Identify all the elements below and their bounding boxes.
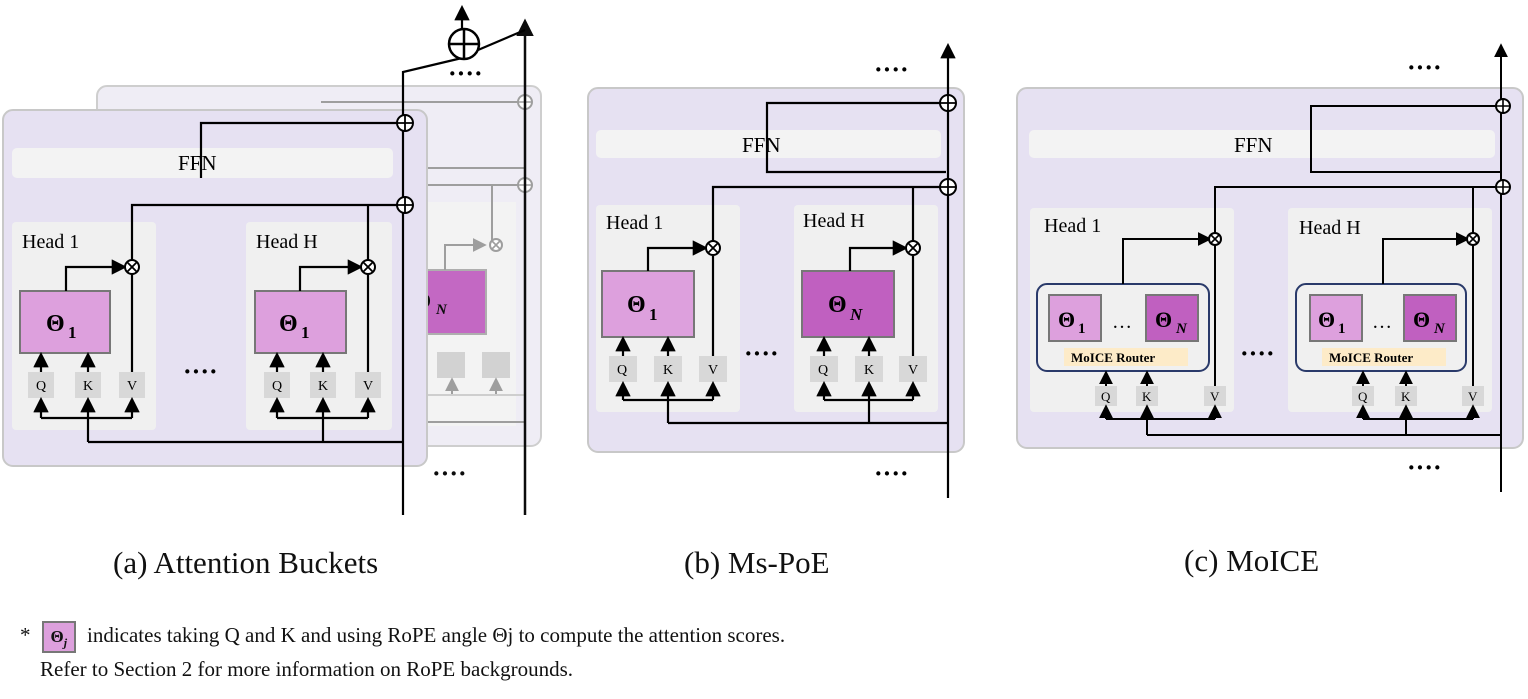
panel-c-head1-thetaN (1145, 294, 1199, 342)
panel-b-ffn-label: FFN (742, 133, 781, 157)
panel-c-headH-router (1322, 348, 1446, 366)
svg-text:Θ: Θ (1413, 307, 1430, 332)
svg-text:MoICE Router: MoICE Router (1329, 350, 1413, 365)
panel-c-headH-qkv: Q K V (1352, 386, 1484, 406)
panel-a-dots-middle: ···· (183, 357, 218, 386)
panel-a-head1-theta (19, 290, 111, 354)
panel-c-dots-middle: ···· (1240, 339, 1275, 368)
panel-c-multiply-ops (1208, 232, 1480, 246)
panel-b-headH-theta (801, 270, 895, 338)
footnote-star: * (20, 622, 31, 647)
svg-text:Q: Q (1101, 389, 1111, 404)
panel-c-ffn-label: FFN (1234, 133, 1273, 157)
svg-text:V: V (708, 363, 718, 378)
svg-text:V: V (908, 363, 918, 378)
caption-c: (c) MoICE (1184, 543, 1320, 578)
svg-text:Θ: Θ (1155, 307, 1172, 332)
panel-c-headH-router-group (1295, 283, 1467, 372)
panel-a-dots-top: ···· (448, 59, 483, 88)
panel-b-dots-middle: ···· (744, 339, 779, 368)
panel-c-head1-label: Head 1 (1044, 215, 1101, 237)
panel-a-dots-bottom: ···· (432, 459, 467, 488)
panel-a-head1-qkv: Q K V (28, 372, 145, 398)
panel-c-add-ops (1495, 98, 1511, 195)
panel-a-add-ops (396, 27, 481, 214)
svg-text:K: K (1142, 389, 1152, 404)
panel-a-headH-qkv: Q K V (264, 372, 381, 398)
panel-b-ffn-box (596, 130, 941, 158)
caption-a: (a) Attention Buckets (113, 545, 379, 580)
svg-text:Q: Q (1358, 389, 1368, 404)
panel-a-headH-theta (254, 290, 347, 354)
svg-text:1: 1 (68, 323, 77, 342)
svg-text:Θ: Θ (627, 292, 646, 318)
svg-text:N: N (1175, 321, 1188, 337)
svg-text:1: 1 (1338, 321, 1346, 337)
panel-c-dots-bottom: ···· (1407, 453, 1442, 482)
diagram-canvas: Θ N Θ N ···· (2, 4, 1524, 515)
panel-a-headH-label: Head H (256, 231, 318, 253)
svg-text:1: 1 (301, 323, 310, 342)
svg-text:V: V (127, 379, 137, 394)
svg-text:V: V (363, 379, 373, 394)
svg-text:Q: Q (36, 379, 46, 394)
caption-b: (b) Ms-PoE (684, 545, 830, 580)
panel-a-ffn-label: FFN (178, 151, 217, 175)
panel-b-multiply-ops (705, 240, 921, 256)
panel-b-head1-label: Head 1 (606, 212, 663, 234)
panel-c-ffn-box (1029, 130, 1495, 158)
panel-b-dots-top: ···· (874, 55, 909, 84)
svg-text:K: K (864, 363, 874, 378)
footnote-line1: * Θj indicates taking Q and K and using … (20, 621, 785, 653)
svg-text:K: K (1401, 389, 1411, 404)
panel-c-headH-thetaN (1403, 294, 1457, 342)
svg-text:Q: Q (617, 363, 627, 378)
svg-text:Θ: Θ (1318, 307, 1335, 332)
panel-b-add-ops (939, 94, 957, 196)
svg-text:V: V (1468, 389, 1478, 404)
svg-text:Θ: Θ (1058, 307, 1075, 332)
footnote-line2: Refer to Section 2 for more information … (40, 657, 574, 681)
svg-text:Θ: Θ (46, 311, 65, 337)
svg-text:1: 1 (1078, 321, 1086, 337)
panel-b-headH-qkv: Q K V (810, 356, 927, 382)
svg-text:N: N (435, 302, 448, 318)
svg-text:Θ: Θ (828, 292, 847, 318)
footnote-text: indicates taking Q and K and using RoPE … (87, 622, 786, 647)
svg-text:MoICE Router: MoICE Router (1071, 350, 1155, 365)
panel-a-head1-label: Head 1 (22, 231, 79, 253)
panel-a-ffn-box (12, 148, 393, 178)
panel-c-head1-router (1064, 348, 1188, 366)
panel-c: FFN Head 1 Θ 1 … Θ N MoICE Router Head H… (1016, 43, 1524, 492)
panel-c-head1-qkv: Q K V (1095, 386, 1226, 406)
panel-c-head1-theta1 (1048, 294, 1102, 342)
panel-c-dots-top: ···· (1407, 53, 1442, 82)
panel-a: Θ N Θ N ···· (2, 4, 542, 515)
theta-j-swatch-icon: Θj (41, 621, 76, 653)
panel-b-headH-label: Head H (803, 210, 865, 232)
svg-text:K: K (318, 379, 328, 394)
svg-text:Q: Q (818, 363, 828, 378)
svg-text:N: N (849, 305, 863, 324)
panel-b-dots-bottom: ···· (874, 459, 909, 488)
svg-text:V: V (1210, 389, 1220, 404)
panel-b: FFN Head 1 Θ 1 Head H Θ N Q K V Q K V ··… (587, 42, 965, 498)
panel-a-multiply-ops (124, 259, 376, 275)
svg-text:N: N (1433, 321, 1446, 337)
svg-text:…: … (1112, 311, 1132, 333)
svg-text:K: K (663, 363, 673, 378)
svg-text:Θ: Θ (279, 311, 298, 337)
panel-c-headH-label: Head H (1299, 217, 1361, 239)
panel-b-head1-qkv: Q K V (609, 356, 727, 382)
svg-text:…: … (1372, 311, 1392, 333)
svg-text:K: K (83, 379, 93, 394)
panel-c-headH-theta1 (1309, 294, 1363, 342)
svg-text:1: 1 (649, 305, 658, 324)
panel-b-head1-theta (601, 270, 695, 338)
svg-text:Q: Q (272, 379, 282, 394)
